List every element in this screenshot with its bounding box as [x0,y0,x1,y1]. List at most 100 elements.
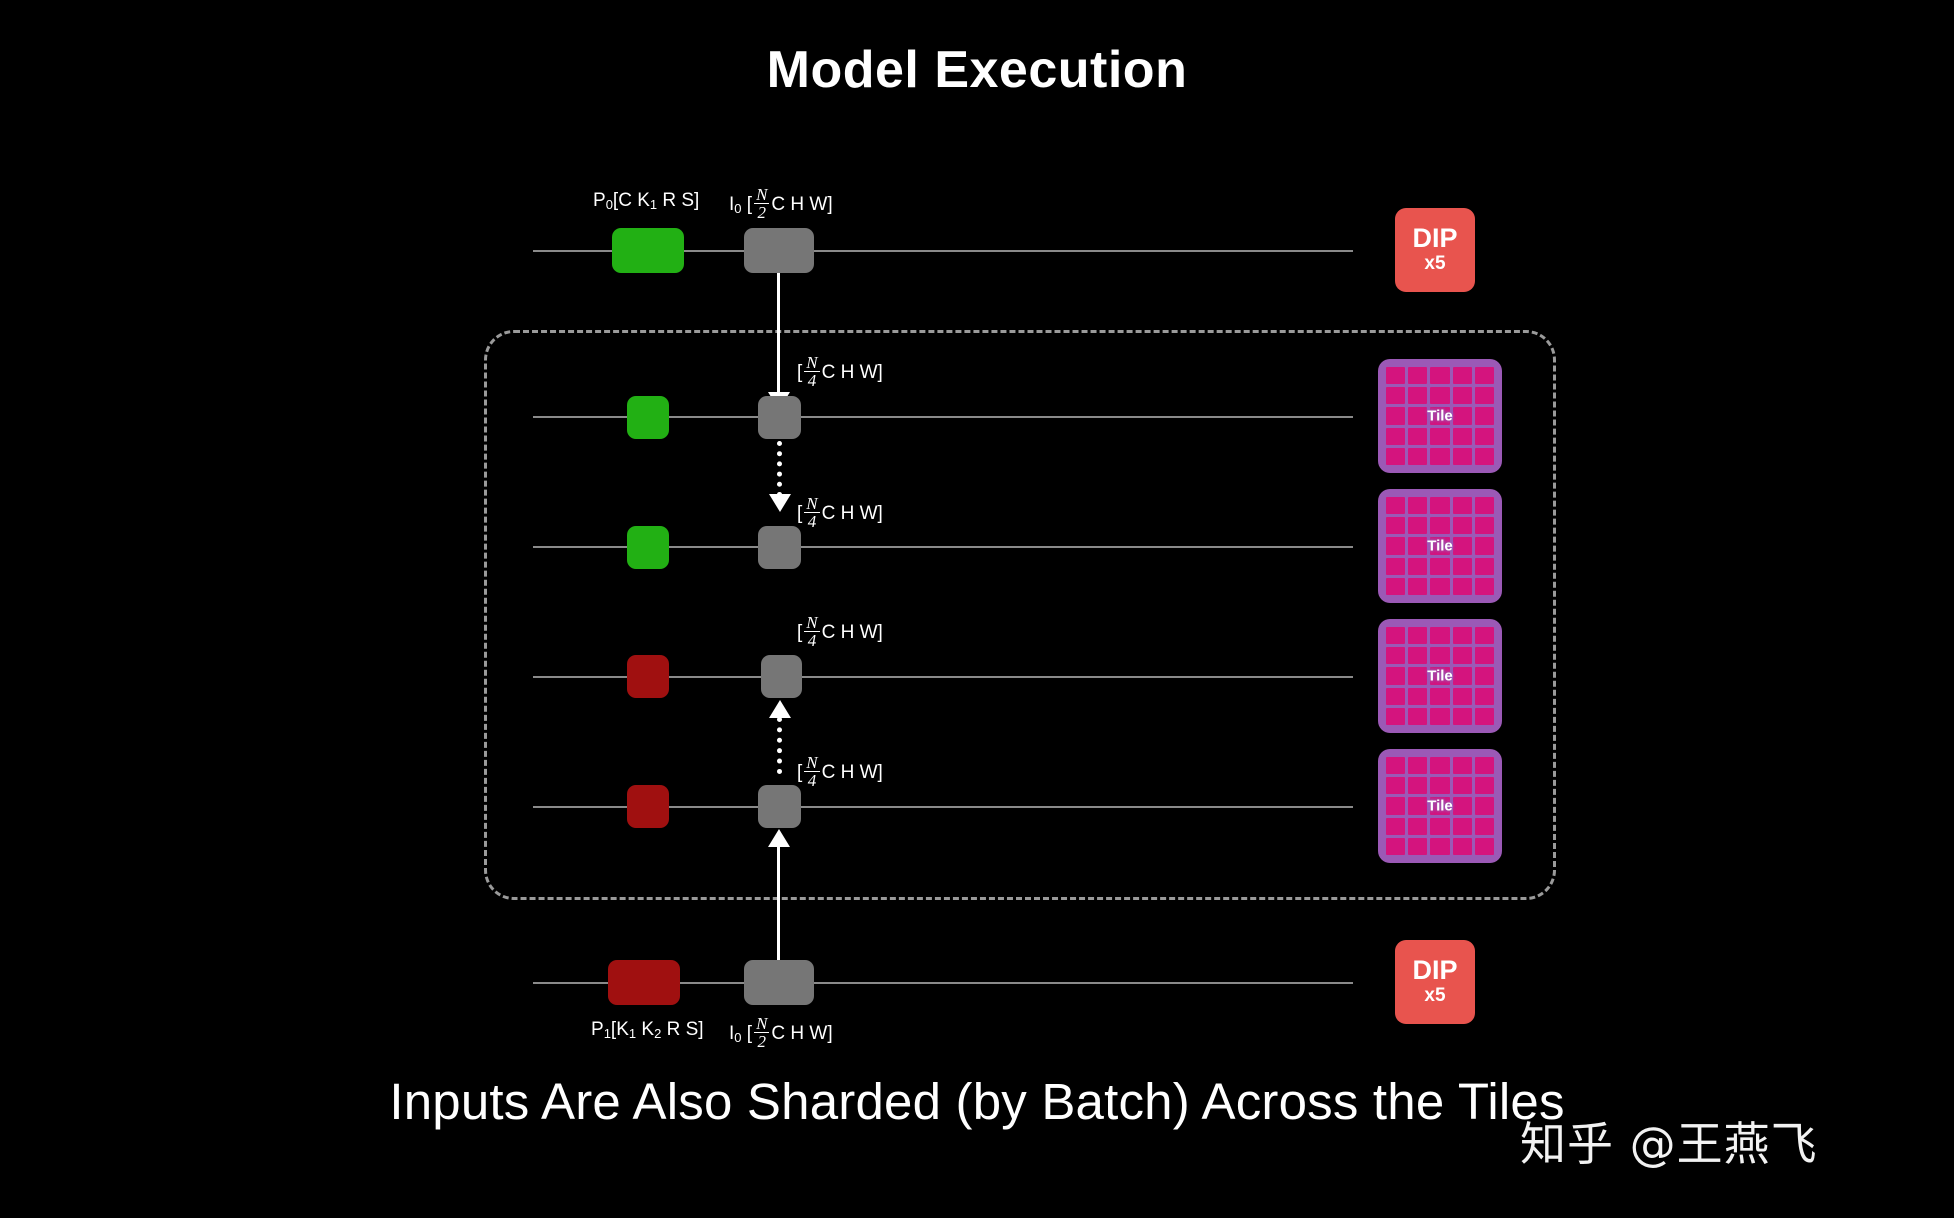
tile-cell [1408,757,1428,775]
input-block-i0-bottom[interactable] [744,960,814,1005]
tile-cell [1430,777,1450,795]
label-shard4-dims-text: C H W] [821,761,883,783]
weight-block-shard1[interactable] [627,396,669,439]
label-shard3-bracket: [ [797,621,803,643]
row-line-shard1 [533,416,1353,418]
tile-cell [1474,667,1494,685]
tile-cell [1386,497,1406,515]
tile-cell [1408,687,1428,705]
frac-denominator: 2 [754,203,770,222]
weight-block-p0[interactable] [612,228,684,273]
label-p0-weights: P0[C K1 R S] [593,190,699,212]
tile-cell [1408,837,1428,855]
input-block-shard3[interactable] [761,655,802,698]
label-i0-top-sub: 0 [734,200,742,216]
tile-cell [1430,837,1450,855]
tile-cell [1474,557,1494,575]
label-p1-body2-sub: 2 [654,1026,662,1041]
tile-cell [1386,517,1406,535]
dip-badge-top-count: x5 [1424,252,1446,274]
tile-grid-1: Tile [1386,367,1494,465]
tile-cell [1408,537,1428,555]
label-p0-body: [C K [612,190,650,211]
dip-badge-bottom-count: x5 [1424,984,1446,1006]
tile-grid-4: Tile [1386,757,1494,855]
dip-badge-bottom-name: DIP [1412,955,1458,986]
tile-cell [1474,367,1494,385]
input-block-i0-top[interactable] [744,228,814,273]
tile-block-2[interactable]: Tile [1378,489,1502,603]
label-p1-weights: P1[K1 K2 R S] [591,1019,704,1041]
label-i0-top-dims: C H W] [771,193,833,215]
arrow-line-shard4-to-shard3 [777,717,782,774]
input-block-shard4[interactable] [758,785,801,828]
page-title: Model Execution [766,41,1188,99]
row-line-top [533,250,1353,252]
tile-cell [1474,577,1494,595]
tile-cell [1430,667,1450,685]
frac-numerator: N [756,1014,768,1033]
tile-cell [1408,447,1428,465]
tile-cell [1474,497,1494,515]
tile-cell [1430,687,1450,705]
tile-cell [1452,797,1472,815]
tile-block-4[interactable]: Tile [1378,749,1502,863]
tile-cell [1386,537,1406,555]
frac-denominator: 4 [804,771,820,790]
tile-cell [1386,817,1406,835]
tile-cell [1386,837,1406,855]
tile-cell [1408,517,1428,535]
tile-cell [1474,707,1494,725]
label-shard4-bracket: [ [797,761,803,783]
input-block-shard1[interactable] [758,396,801,439]
label-p1-prefix: P [591,1019,604,1040]
tile-cell [1386,797,1406,815]
tile-cell [1386,627,1406,645]
tile-cell [1452,837,1472,855]
weight-block-p1[interactable] [608,960,680,1005]
label-shard2-bracket: [ [797,502,803,524]
tile-cell [1386,687,1406,705]
tile-cell [1452,497,1472,515]
arrow-head-shard4-to-shard3 [769,700,791,718]
tile-cell [1386,777,1406,795]
tile-cell [1474,537,1494,555]
zhihu-watermark: 知乎 @王燕飞 [1520,1117,1818,1171]
frac-numerator: N [806,353,818,372]
weight-block-shard3[interactable] [627,655,669,698]
input-block-shard2[interactable] [758,526,801,569]
tile-cell [1408,777,1428,795]
weight-block-shard4[interactable] [627,785,669,828]
label-p0-sub: 0 [605,197,613,212]
tile-cell [1408,667,1428,685]
label-i0-bottom-prefix: I [729,1022,735,1044]
tile-cell [1452,407,1472,425]
tile-block-3[interactable]: Tile [1378,619,1502,733]
label-shard2-dims-text: C H W] [821,502,883,524]
tile-cell [1452,627,1472,645]
arrow-head-bottom-to-shard4 [768,829,790,847]
label-p1-body: [K [610,1019,629,1040]
tile-cell [1386,667,1406,685]
tile-cell [1408,557,1428,575]
tile-cell [1430,387,1450,405]
frac-numerator: N [806,753,818,772]
dip-badge-top[interactable]: DIP x5 [1395,208,1475,292]
tile-cell [1452,537,1472,555]
dip-badge-bottom[interactable]: DIP x5 [1395,940,1475,1024]
tile-cell [1474,517,1494,535]
tile-cell [1408,407,1428,425]
tile-block-1[interactable]: Tile [1378,359,1502,473]
tile-cell [1430,427,1450,445]
tile-cell [1408,627,1428,645]
tile-cell [1386,427,1406,445]
tile-cell [1452,757,1472,775]
tile-cell [1474,427,1494,445]
tile-cell [1430,707,1450,725]
tile-cell [1474,447,1494,465]
weight-block-shard2[interactable] [627,526,669,569]
